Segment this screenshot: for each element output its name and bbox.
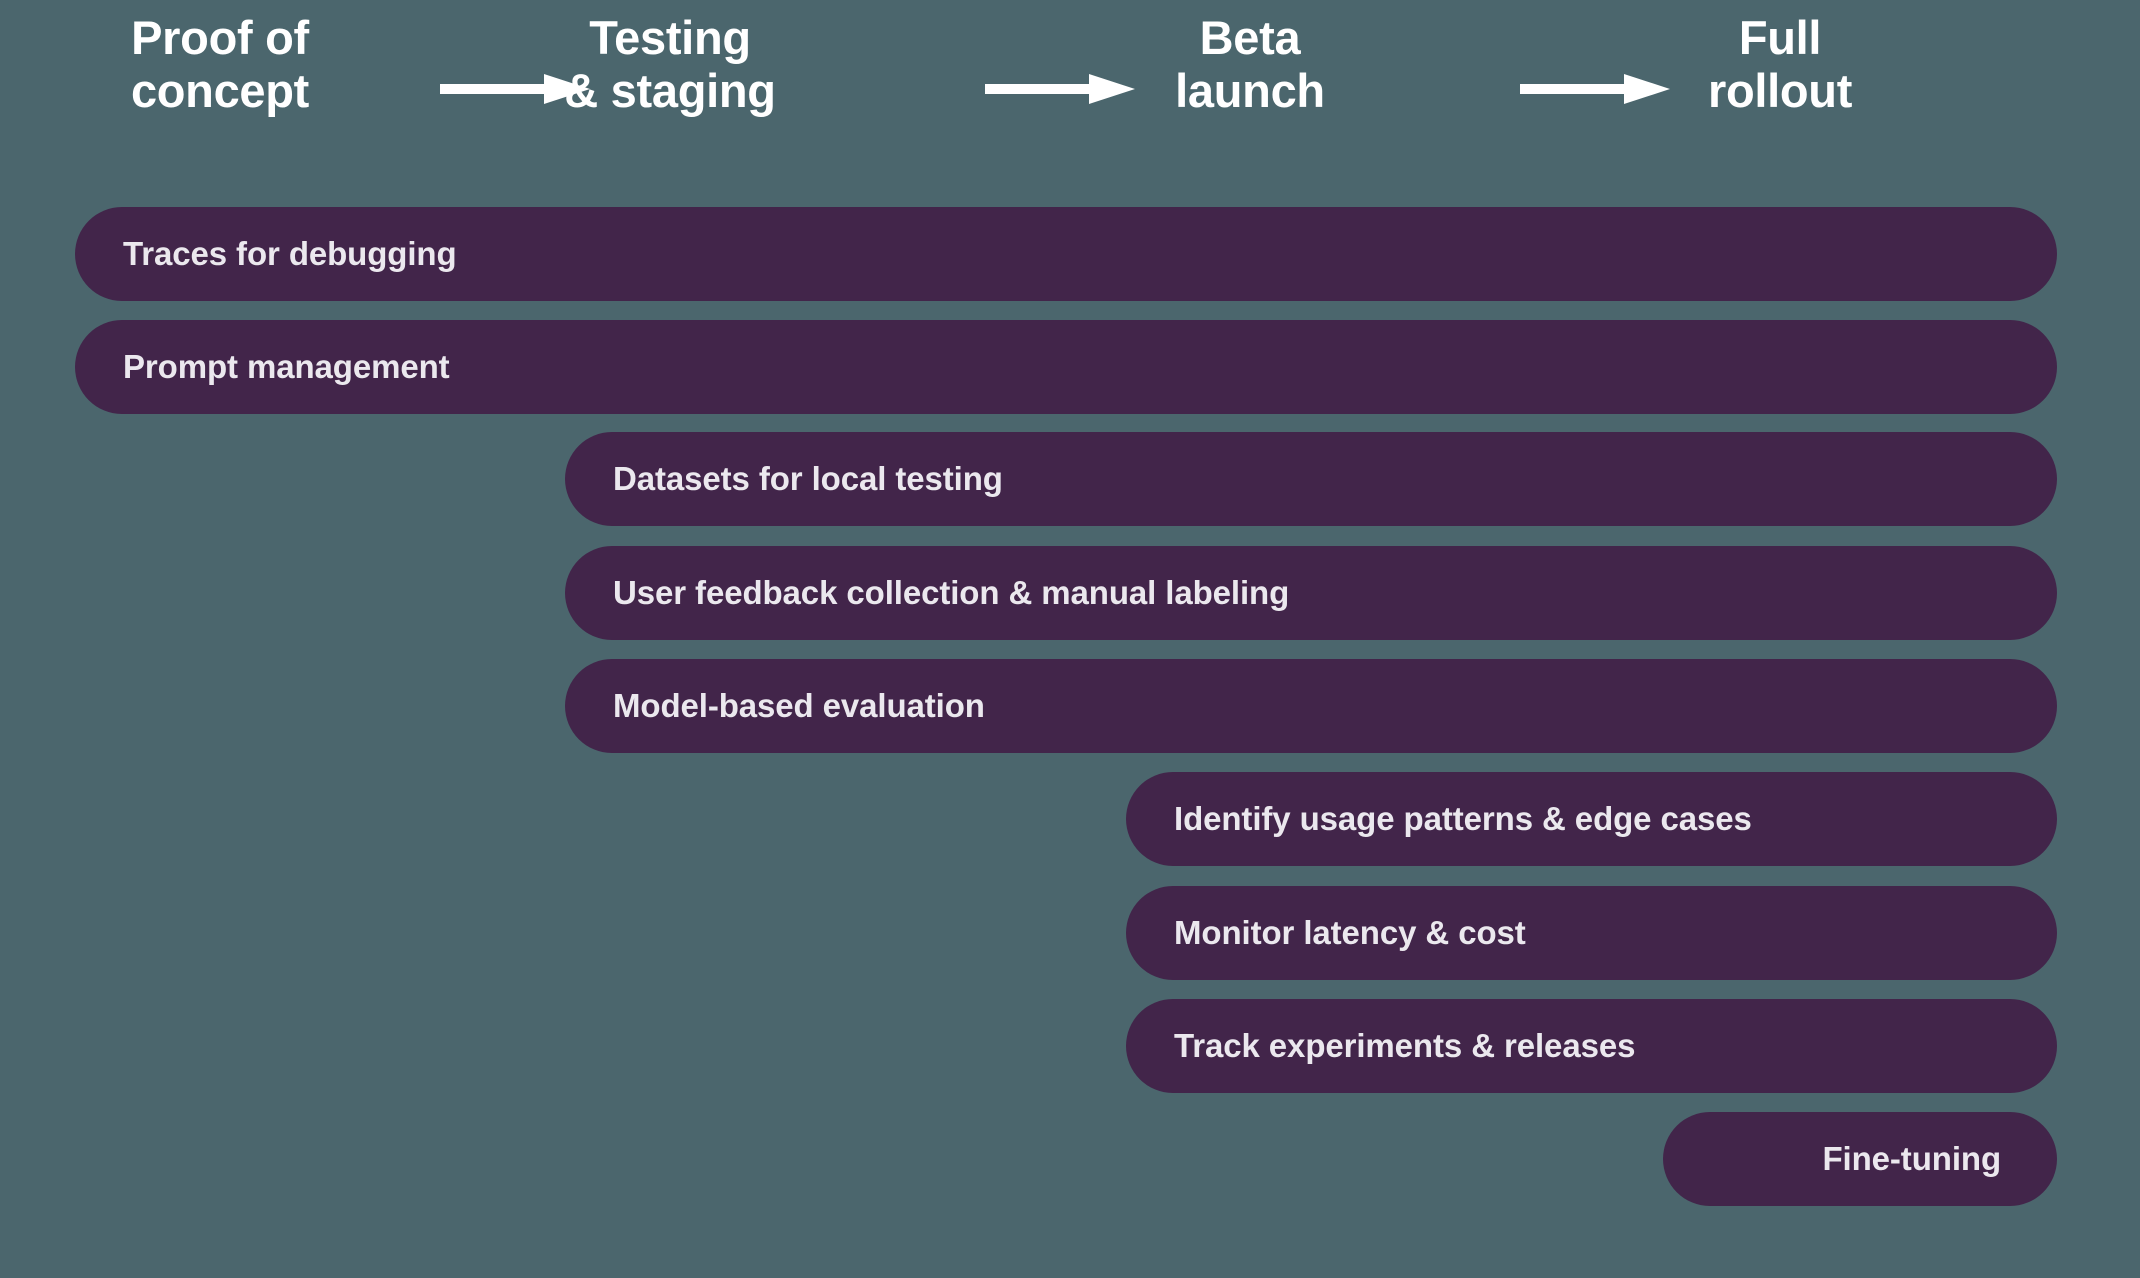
capability-bar-traces-for-debugging: Traces for debugging (75, 207, 2057, 301)
capability-bar-label: Monitor latency & cost (1174, 914, 1526, 951)
phase-label-beta-launch: Beta launch (1175, 11, 1325, 117)
phase-label-full-rollout: Full rollout (1707, 11, 1853, 117)
capability-bar-label: Datasets for local testing (613, 460, 1003, 497)
arrow-right-icon (1520, 72, 1670, 106)
capability-bar-datasets-for-local-testing: Datasets for local testing (565, 432, 2057, 526)
arrow-right-icon (440, 72, 590, 106)
capability-bar-label: Identify usage patterns & edge cases (1174, 800, 1752, 837)
capability-bar-prompt-management: Prompt management (75, 320, 2057, 414)
capability-bar-label: Track experiments & releases (1174, 1027, 1636, 1064)
capability-bar-label: Prompt management (123, 348, 450, 385)
phase-label-proof-of-concept: Proof of concept (130, 11, 310, 117)
capability-bar-label: Model-based evaluation (613, 687, 985, 724)
capability-bar-model-based-evaluation: Model-based evaluation (565, 659, 2057, 753)
capability-bar-track-experiments-and-releases: Track experiments & releases (1126, 999, 2057, 1093)
phase-label-testing-and-staging: Testing & staging (564, 11, 776, 117)
capability-bar-fine-tuning: Fine-tuning (1663, 1112, 2057, 1206)
arrow-right-icon (985, 72, 1135, 106)
capability-bar-label: Fine-tuning (1822, 1140, 2001, 1177)
capability-bar-user-feedback-collection: User feedback collection & manual labeli… (565, 546, 2057, 640)
capability-bar-label: User feedback collection & manual labeli… (613, 574, 1290, 611)
capability-bar-label: Traces for debugging (123, 235, 457, 272)
phase-header-row: Proof of concept Testing & staging Beta … (0, 0, 2140, 190)
capability-bar-monitor-latency-and-cost: Monitor latency & cost (1126, 886, 2057, 980)
capability-bar-identify-usage-patterns: Identify usage patterns & edge cases (1126, 772, 2057, 866)
